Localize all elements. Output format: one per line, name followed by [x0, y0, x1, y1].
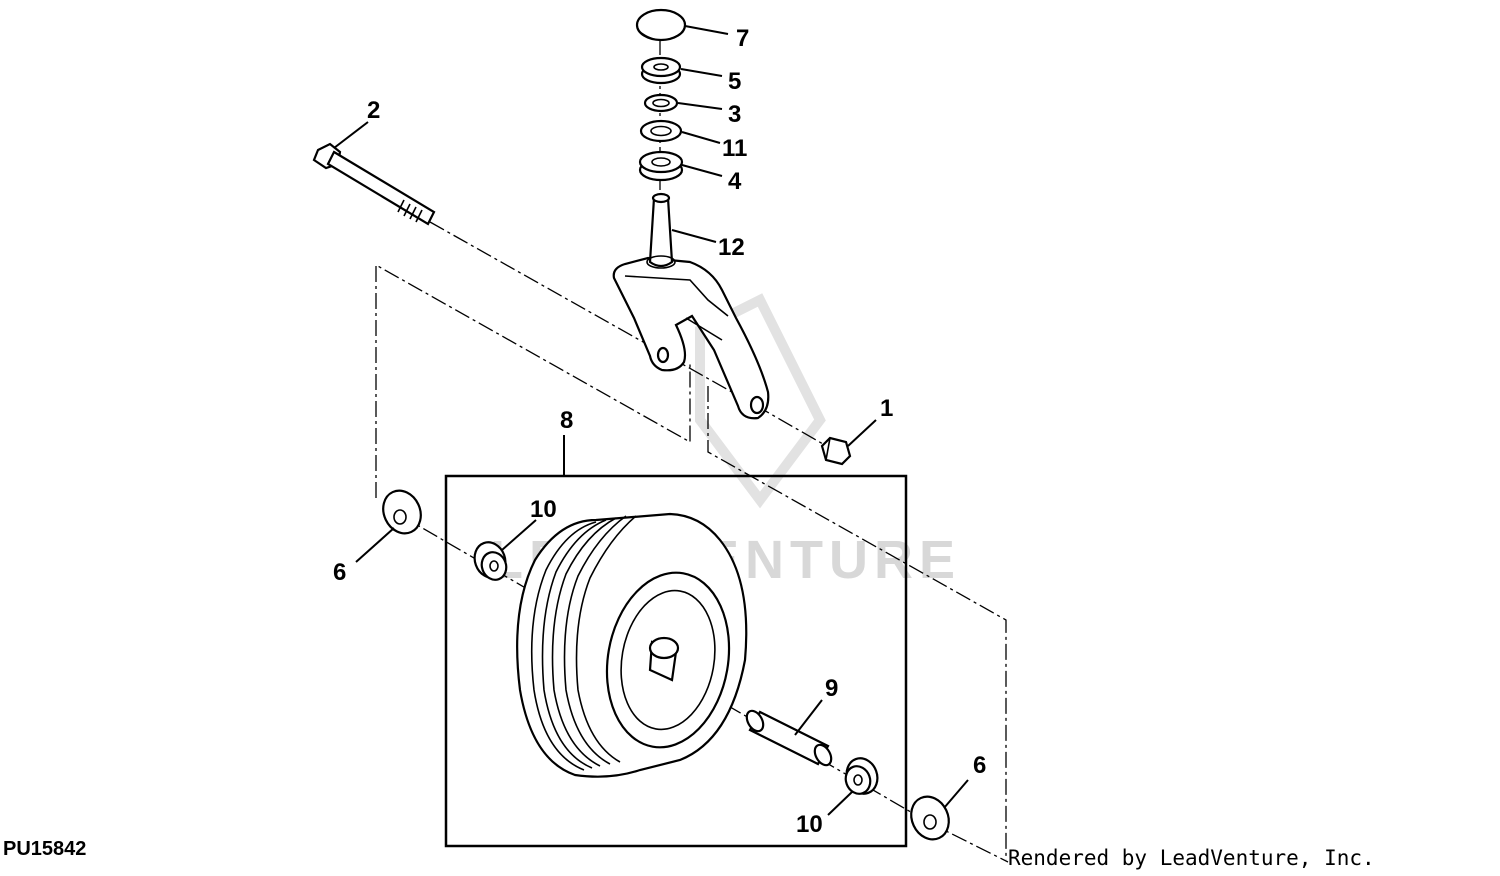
spacer-tube-part: [745, 709, 833, 767]
callout-2: 2: [367, 97, 380, 124]
dust-seal-left-part: [382, 489, 422, 535]
castle-nut-part: [640, 56, 682, 85]
wheel-part: [516, 512, 748, 778]
credit-text: Rendered by LeadVenture, Inc.: [1008, 846, 1375, 870]
callout-4: 4: [728, 168, 742, 195]
bolt-part: [312, 142, 436, 226]
kit-box: [444, 474, 908, 848]
callout-11: 11: [722, 135, 747, 162]
wheel-bearing-left-part: [473, 541, 508, 581]
thrust-washer-part: [639, 119, 683, 143]
callout-10-upper: 10: [530, 496, 557, 523]
cap-part: [635, 8, 687, 42]
leader-lines: [333, 25, 969, 816]
callout-6-left: 6: [333, 559, 346, 586]
callout-10-lower: 10: [796, 811, 823, 838]
callout-3: 3: [728, 101, 741, 128]
callout-6-right: 6: [973, 752, 986, 779]
callout-5: 5: [728, 68, 741, 95]
callout-12: 12: [718, 234, 745, 261]
callout-7: 7: [736, 25, 749, 52]
callout-1: 1: [880, 395, 893, 422]
wheel-bearing-right-part: [844, 757, 879, 795]
bearing-part: [638, 150, 684, 182]
callout-9: 9: [825, 675, 838, 702]
lock-nut-part: [820, 436, 852, 466]
caster-fork-part: [612, 192, 770, 420]
dust-seal-right-part: [910, 795, 950, 841]
washer-part: [643, 93, 679, 113]
figure-code: PU15842: [3, 838, 86, 860]
callout-8: 8: [560, 407, 573, 434]
